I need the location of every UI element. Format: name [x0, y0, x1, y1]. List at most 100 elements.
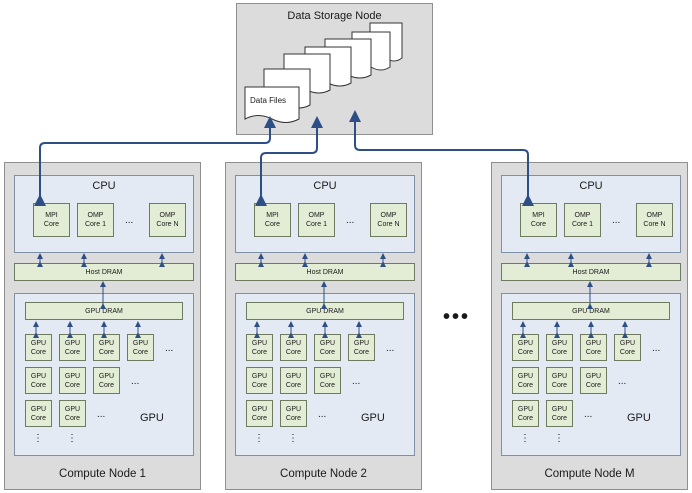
- cpu-panel: CPU MPI Core OMP Core 1 ... OMP Core N: [235, 175, 415, 253]
- data-storage-node: Data Storage Node: [236, 3, 433, 135]
- gpu-core-label: GPU Core: [551, 372, 568, 389]
- gpu-core-label: GPU Core: [619, 339, 636, 356]
- gpu-core: GPU Core: [93, 367, 120, 394]
- gpu-dram: GPU DRAM: [25, 302, 183, 320]
- gpu-core-vertical-ellipsis: ⋮: [67, 433, 77, 444]
- gpu-core: GPU Core: [25, 400, 52, 427]
- gpu-core-label: GPU Core: [517, 405, 534, 422]
- gpu-core-label: GPU Core: [517, 339, 534, 356]
- gpu-core-label: GPU Core: [319, 339, 336, 356]
- gpu-title: GPU: [361, 412, 385, 424]
- data-storage-node-title: Data Storage Node: [287, 10, 382, 22]
- gpu-core-label: GPU Core: [319, 372, 336, 389]
- gpu-core-ellipsis: ...: [318, 409, 327, 420]
- gpu-core-label: GPU Core: [551, 339, 568, 356]
- gpu-core: GPU Core: [93, 334, 120, 361]
- gpu-core-label: GPU Core: [30, 405, 47, 422]
- gpu-core: GPU Core: [512, 367, 539, 394]
- gpu-core-label: GPU Core: [353, 339, 370, 356]
- omp-core-n: OMP Core N: [370, 203, 407, 237]
- gpu-core: GPU Core: [314, 334, 341, 361]
- omp-core-n-label: OMP Core N: [643, 212, 666, 228]
- omp-core-n-label: OMP Core N: [156, 212, 179, 228]
- gpu-core: GPU Core: [25, 367, 52, 394]
- gpu-core-vertical-ellipsis: ⋮: [254, 433, 264, 444]
- gpu-core-label: GPU Core: [585, 339, 602, 356]
- omp-core-1: OMP Core 1: [564, 203, 601, 237]
- gpu-core: GPU Core: [580, 334, 607, 361]
- mpi-core-label: MPI Core: [264, 212, 281, 228]
- compute-node-label: Compute Node M: [544, 468, 635, 480]
- gpu-core: GPU Core: [614, 334, 641, 361]
- gpu-core: GPU Core: [512, 400, 539, 427]
- gpu-core: GPU Core: [546, 400, 573, 427]
- host-dram: Host DRAM: [14, 263, 194, 281]
- mpi-core-label: MPI Core: [530, 212, 547, 228]
- omp-core-1: OMP Core 1: [77, 203, 114, 237]
- cpu-core-ellipsis: ...: [346, 215, 355, 226]
- gpu-core-ellipsis: ...: [652, 343, 661, 354]
- omp-core-n: OMP Core N: [636, 203, 673, 237]
- gpu-core: GPU Core: [280, 367, 307, 394]
- gpu-core-label: GPU Core: [551, 405, 568, 422]
- gpu-core-label: GPU Core: [285, 372, 302, 389]
- gpu-core: GPU Core: [59, 400, 86, 427]
- gpu-core-ellipsis: ...: [165, 343, 174, 354]
- gpu-core-label: GPU Core: [64, 339, 81, 356]
- gpu-core-label: GPU Core: [251, 339, 268, 356]
- compute-node-label: Compute Node 1: [59, 468, 146, 480]
- gpu-core: GPU Core: [127, 334, 154, 361]
- cpu-core-ellipsis: ...: [125, 215, 134, 226]
- host-dram: Host DRAM: [501, 263, 681, 281]
- gpu-core-label: GPU Core: [30, 372, 47, 389]
- gpu-core: GPU Core: [59, 367, 86, 394]
- gpu-core-label: GPU Core: [517, 372, 534, 389]
- gpu-core-label: GPU Core: [251, 372, 268, 389]
- cpu-title: CPU: [313, 180, 337, 192]
- omp-core-1-label: OMP Core 1: [84, 212, 106, 228]
- gpu-title: GPU: [140, 412, 164, 424]
- omp-core-n-label: OMP Core N: [377, 212, 400, 228]
- gpu-core-vertical-ellipsis: ⋮: [520, 433, 530, 444]
- omp-core-1: OMP Core 1: [298, 203, 335, 237]
- gpu-core-vertical-ellipsis: ⋮: [554, 433, 564, 444]
- omp-core-1-label: OMP Core 1: [305, 212, 327, 228]
- host-dram: Host DRAM: [235, 263, 415, 281]
- gpu-core-label: GPU Core: [98, 339, 115, 356]
- gpu-core-label: GPU Core: [132, 339, 149, 356]
- gpu-core-vertical-ellipsis: ⋮: [33, 433, 43, 444]
- gpu-core: GPU Core: [512, 334, 539, 361]
- gpu-core-label: GPU Core: [64, 372, 81, 389]
- gpu-core-vertical-ellipsis: ⋮: [288, 433, 298, 444]
- gpu-core-label: GPU Core: [30, 339, 47, 356]
- gpu-core-label: GPU Core: [64, 405, 81, 422]
- compute-node-m: Compute Node M CPU MPI Core OMP Core 1 .…: [491, 162, 688, 490]
- gpu-core-ellipsis: ...: [131, 376, 140, 387]
- gpu-core-label: GPU Core: [98, 372, 115, 389]
- gpu-core-ellipsis: ...: [618, 376, 627, 387]
- gpu-core: GPU Core: [280, 334, 307, 361]
- omp-core-n: OMP Core N: [149, 203, 186, 237]
- compute-node-label: Compute Node 2: [280, 468, 367, 480]
- gpu-core-label: GPU Core: [251, 405, 268, 422]
- gpu-core: GPU Core: [314, 367, 341, 394]
- gpu-core-ellipsis: ...: [352, 376, 361, 387]
- gpu-dram: GPU DRAM: [246, 302, 404, 320]
- gpu-core-label: GPU Core: [285, 405, 302, 422]
- mpi-core: MPI Core: [33, 203, 70, 237]
- cpu-title: CPU: [579, 180, 603, 192]
- gpu-core: GPU Core: [246, 400, 273, 427]
- gpu-core: GPU Core: [246, 367, 273, 394]
- gpu-core-label: GPU Core: [585, 372, 602, 389]
- gpu-dram: GPU DRAM: [512, 302, 670, 320]
- gpu-core: GPU Core: [59, 334, 86, 361]
- between-nodes-ellipsis: •••: [443, 306, 471, 328]
- compute-node-1: Compute Node 1 CPU MPI Core OMP Core 1 .…: [4, 162, 201, 490]
- cpu-title: CPU: [92, 180, 116, 192]
- gpu-core: GPU Core: [25, 334, 52, 361]
- gpu-core: GPU Core: [280, 400, 307, 427]
- data-files-label: Data Files: [250, 96, 287, 105]
